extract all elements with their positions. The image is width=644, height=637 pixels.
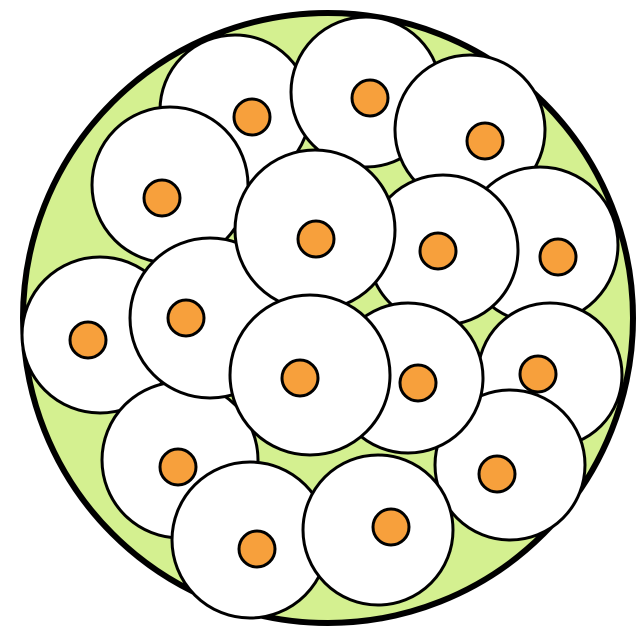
nucleus <box>234 99 270 135</box>
nucleus <box>239 531 275 567</box>
nucleus <box>168 300 204 336</box>
nucleus <box>70 322 106 358</box>
nucleus <box>282 360 318 396</box>
cell <box>235 150 395 310</box>
nucleus <box>160 449 196 485</box>
nucleus <box>520 356 556 392</box>
nucleus <box>298 221 334 257</box>
nucleus <box>144 180 180 216</box>
cell <box>230 295 390 455</box>
nucleus <box>400 365 436 401</box>
nucleus <box>420 233 456 269</box>
nucleus <box>540 239 576 275</box>
nucleus <box>467 123 503 159</box>
nucleus <box>373 509 409 545</box>
nucleus <box>352 80 388 116</box>
nucleus <box>479 456 515 492</box>
cell <box>303 455 453 605</box>
